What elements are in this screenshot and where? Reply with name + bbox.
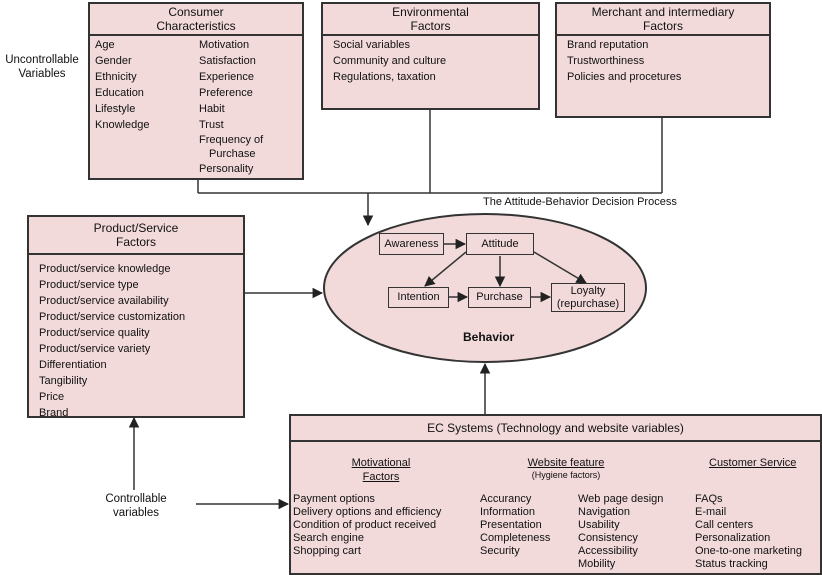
ec-systems-box: EC Systems (Technology and website varia… xyxy=(289,414,822,575)
awareness-box: Awareness xyxy=(379,233,444,255)
controllable-label: Controllable variables xyxy=(105,493,167,519)
consumer-characteristics-title: Consumer Characteristics xyxy=(90,4,302,36)
merchant-factors-box: Merchant and intermediary Factors Brand … xyxy=(555,2,771,118)
website-feature-heading: Website feature (Hygiene factors) xyxy=(527,457,605,480)
uncontrollable-label: Uncontrollable Variables xyxy=(5,54,79,80)
product-service-factors-title: Product/Service Factors xyxy=(29,217,243,255)
environmental-factors-box: Environmental Factors Social variables C… xyxy=(321,2,540,110)
environmental-items: Social variables Community and culture R… xyxy=(333,39,447,83)
environmental-factors-title: Environmental Factors xyxy=(323,4,538,36)
motivational-factors-heading: Motivational Factors xyxy=(351,457,411,483)
behavior-label: Behavior xyxy=(463,330,515,344)
process-title: The Attitude-Behavior Decision Process xyxy=(483,196,677,208)
intention-box: Intention xyxy=(388,287,449,308)
ec-systems-title: EC Systems (Technology and website varia… xyxy=(291,416,820,442)
customer-service-heading: Customer Service xyxy=(709,457,797,469)
product-service-factors-box: Product/Service Factors Product/service … xyxy=(27,215,245,419)
merchant-items: Brand reputation Trustworthiness Policie… xyxy=(567,39,682,83)
attitude-box: Attitude xyxy=(466,233,534,255)
merchant-factors-title: Merchant and intermediary Factors xyxy=(557,4,769,36)
loyalty-box: Loyalty (repurchase) xyxy=(551,283,625,312)
purchase-box: Purchase xyxy=(468,287,531,308)
